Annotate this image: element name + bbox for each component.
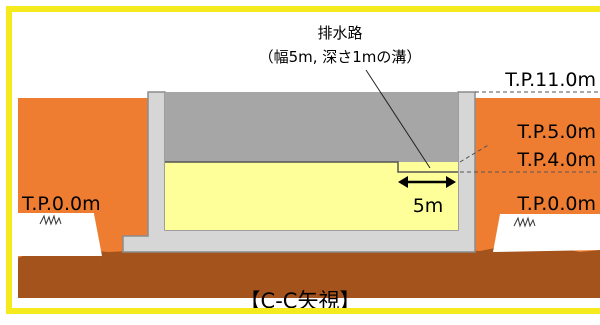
level-label-tp5: T.P.5.0m: [516, 121, 596, 143]
pit-left: [18, 214, 101, 256]
drainage-channel-outline: [165, 161, 458, 173]
channel-width-label: 5m: [413, 195, 444, 217]
grass-left: [39, 214, 62, 226]
level-label-tp11: T.P.11.0m: [504, 69, 596, 91]
channel-subtitle: （幅5m, 深さ1mの溝）: [259, 48, 422, 66]
grass-right: [513, 216, 536, 228]
pit-left-outline: [18, 213, 102, 257]
drainage-channel: [398, 162, 458, 172]
width-arrow: [398, 176, 456, 188]
bedrock: [18, 247, 600, 298]
channel-pointer: [365, 69, 431, 169]
frame-border: [6, 6, 600, 314]
level-lines: [459, 91, 600, 173]
level-label-tp0-left: T.P.0.0m: [21, 193, 101, 215]
bedrock-label: 岩盤: [564, 227, 596, 246]
channel-title: 排水路: [317, 24, 362, 42]
upper-volume: [165, 92, 458, 162]
lower-volume: [165, 162, 458, 230]
level-label-tp4: T.P.4.0m: [516, 149, 596, 171]
level-label-tp0-right: T.P.0.0m: [516, 193, 596, 215]
